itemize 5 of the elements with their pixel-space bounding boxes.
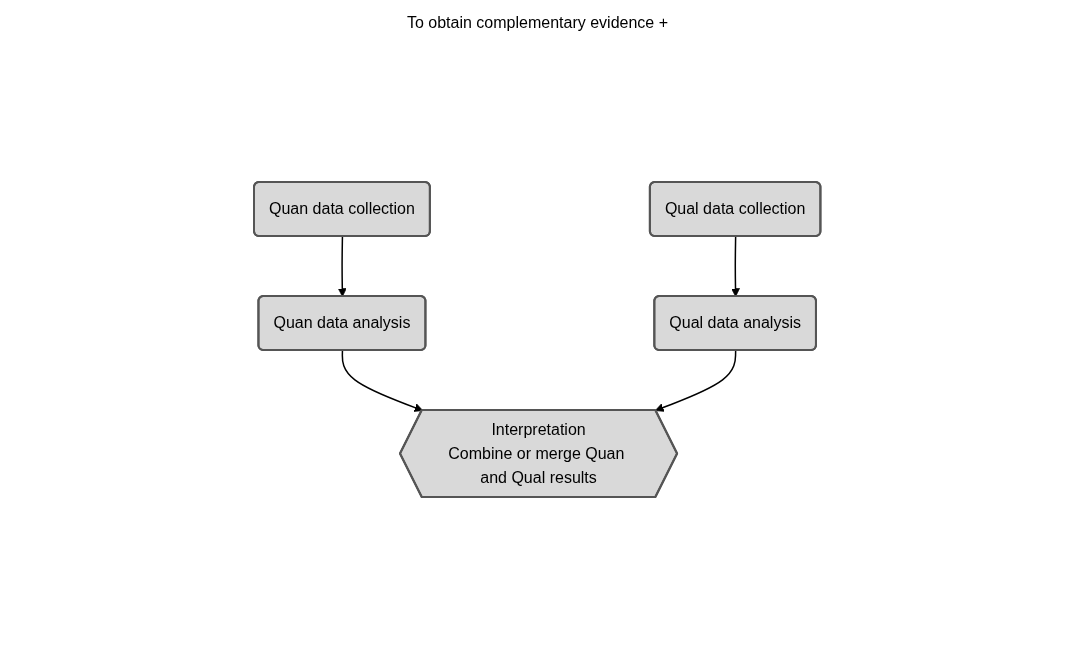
arrow [731,235,741,297]
arrow [341,349,424,412]
diagram-title: To obtain complementary evidence + [406,14,668,32]
arrow [338,235,347,297]
arrow [655,349,737,412]
